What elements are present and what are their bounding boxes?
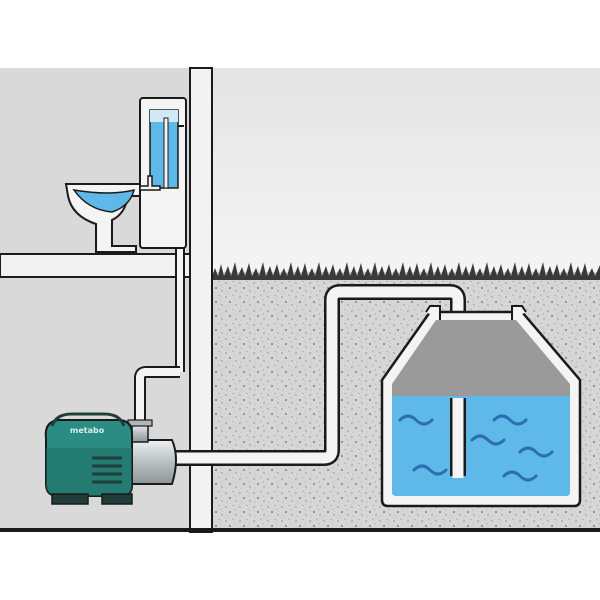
sky xyxy=(212,68,600,273)
water-tank-icon xyxy=(380,305,582,508)
cistern-icon xyxy=(139,97,187,249)
grass xyxy=(212,262,600,280)
toilet-icon xyxy=(64,175,161,253)
pump-brand-label: metabo xyxy=(70,426,105,435)
pump-vents xyxy=(92,456,122,484)
garden-pump-icon: metabo xyxy=(44,412,177,505)
floor-slab xyxy=(0,253,193,278)
ground-line xyxy=(0,528,600,532)
water-waves xyxy=(398,414,554,482)
